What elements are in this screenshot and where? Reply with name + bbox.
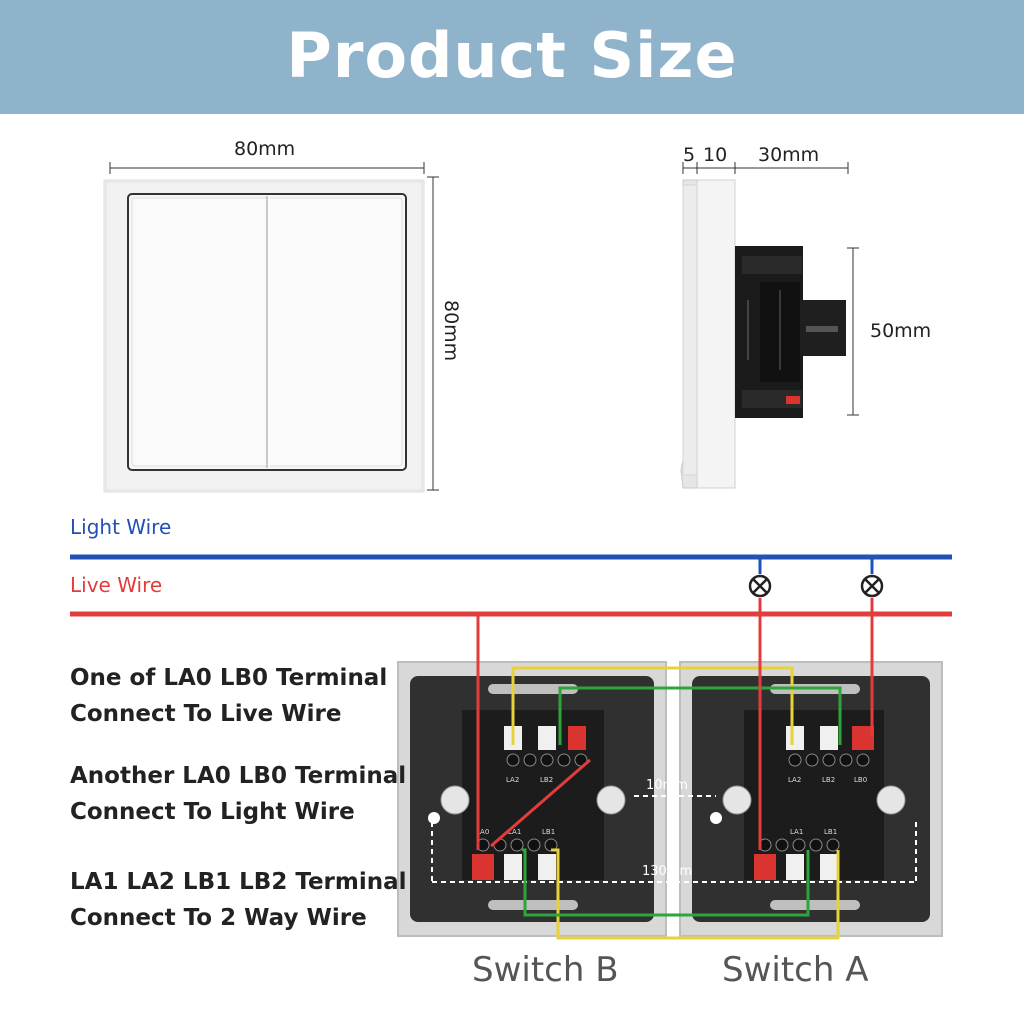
switch-a-module: LA2 LB2 LB0 LA1 LB1 [679, 661, 943, 937]
instruction-3-line-2: Connect To 2 Way Wire [70, 905, 367, 931]
terminal-lb2-b: LB2 [540, 776, 553, 784]
lamp-icon [860, 574, 884, 598]
live-wire-label: Live Wire [70, 573, 163, 597]
terminal-lb1-b: LB1 [542, 828, 555, 836]
front-height-label: 80mm [440, 300, 462, 362]
wiring-diagram [70, 554, 952, 617]
terminal-la1-a: LA1 [790, 828, 803, 836]
connection-wires [476, 557, 874, 940]
switch-b-module: LA2 LB2 LA0 LA1 LB1 [397, 661, 667, 937]
instruction-1-line-2: Connect To Live Wire [70, 701, 342, 727]
terminal-la1-b: LA1 [508, 828, 521, 836]
side-depth-a-label: 5 [683, 144, 696, 166]
front-width-label: 80mm [234, 138, 296, 160]
terminal-lb0-a: LB0 [854, 776, 867, 784]
side-view [680, 162, 859, 489]
terminal-la2-b: LA2 [506, 776, 519, 784]
switch-a-label: Switch A [722, 950, 869, 990]
instruction-1-line-1: One of LA0 LB0 Terminal [70, 665, 388, 691]
side-height-label: 50mm [870, 320, 932, 342]
terminal-la0-b: LA0 [476, 828, 489, 836]
lamp-icon [748, 574, 772, 598]
switch-b-label: Switch B [472, 950, 619, 990]
instruction-2-line-2: Connect To Light Wire [70, 799, 355, 825]
light-wire-label: Light Wire [70, 515, 172, 539]
page-title: Product Size [286, 19, 738, 92]
instruction-2-line-1: Another LA0 LB0 Terminal [70, 763, 407, 789]
side-depth-c-label: 30mm [758, 144, 820, 166]
terminal-lb2-a: LB2 [822, 776, 835, 784]
spacing-dimensions: 10mm 130mm [431, 778, 917, 883]
terminal-la2-a: LA2 [788, 776, 801, 784]
span-dimension: 130mm [642, 864, 692, 879]
front-view [103, 162, 439, 493]
gap-dimension: 10mm [646, 778, 688, 793]
side-depth-b-label: 10 [703, 144, 728, 166]
title-banner [0, 0, 1024, 114]
terminal-lb1-a: LB1 [824, 828, 837, 836]
instruction-3-line-1: LA1 LA2 LB1 LB2 Terminal [70, 869, 407, 895]
